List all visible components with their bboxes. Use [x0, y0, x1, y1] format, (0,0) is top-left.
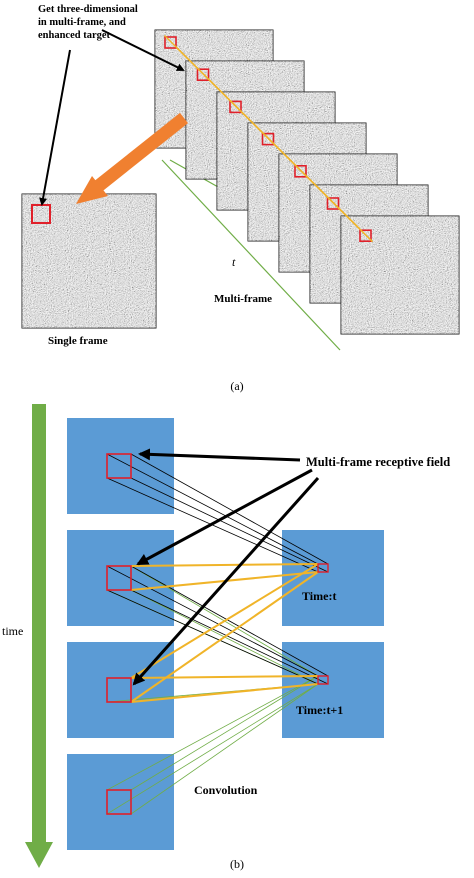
stack-frame-7 [340, 215, 460, 335]
receptive-field-label: Multi-frame receptive field [306, 455, 450, 469]
input-frame-4 [67, 754, 174, 850]
stack-target-box-4 [261, 132, 275, 146]
single-frame-image [21, 193, 157, 329]
input-target-box-2 [106, 565, 132, 591]
stack-target-box-2 [196, 68, 210, 81]
time-symbol: t [232, 255, 236, 269]
multi-frame-axis-bottom [161, 159, 341, 351]
time-axis-label: time [2, 624, 23, 638]
output-target-t [317, 563, 329, 573]
output-frame-t1 [282, 642, 384, 738]
input-target-box-1 [106, 453, 132, 479]
panel-b: time [2, 404, 450, 871]
output-frame-t [282, 530, 384, 626]
receptive-lines-black [106, 453, 329, 685]
single-frame-label: Single frame [48, 335, 108, 347]
input-frame-2 [67, 530, 174, 626]
multi-frame-stack [154, 29, 460, 335]
stack-target-box-3 [229, 100, 242, 114]
output-target-t1 [317, 675, 329, 685]
stack-target-box-7 [359, 229, 372, 242]
input-target-box-3 [106, 677, 132, 703]
output-label-t: Time:t [302, 589, 336, 603]
caption-a: (a) [230, 379, 243, 393]
orange-arrow [76, 112, 189, 204]
annotation-arrow-multi [101, 29, 185, 71]
stack-target-box-1 [164, 36, 177, 49]
annotation-line-1: Get three-dimensional [38, 4, 138, 15]
output-label-t1: Time:t+1 [296, 703, 343, 717]
convolution-label: Convolution [194, 783, 258, 797]
annotation-arrow-single [39, 49, 71, 206]
caption-b: (b) [230, 857, 244, 871]
annotation-line-3: enhanced target [38, 30, 111, 41]
stack-target-box-6 [326, 197, 340, 210]
annotation-text: Get three-dimensional in multi-frame, an… [38, 4, 140, 41]
annotation-line-2: in multi-frame, and [38, 17, 126, 28]
panel-a: Get three-dimensional in multi-frame, an… [21, 4, 460, 393]
input-target-box-4 [106, 789, 132, 815]
receptive-field-arrows [132, 448, 320, 686]
stack-target-box-5 [294, 165, 307, 178]
time-axis-arrow [25, 404, 53, 868]
input-frame-1 [67, 418, 174, 514]
multi-frame-label: Multi-frame [214, 293, 272, 305]
target-tube-edge-2 [176, 47, 374, 243]
